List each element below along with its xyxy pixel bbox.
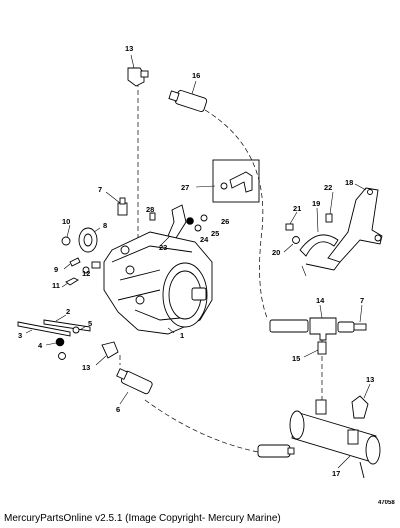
label-13-left: 13 xyxy=(82,363,90,372)
label-14: 14 xyxy=(316,296,325,305)
inset-box-27 xyxy=(212,159,260,203)
small-hardware-right xyxy=(149,204,208,239)
label-1: 1 xyxy=(180,331,184,340)
label-24: 24 xyxy=(200,235,209,244)
leader-lines xyxy=(25,54,371,469)
label-27: 27 xyxy=(181,183,189,192)
label-15: 15 xyxy=(292,354,300,363)
elbow-fitting-left xyxy=(101,341,119,359)
label-25: 25 xyxy=(211,229,219,238)
label-4: 4 xyxy=(38,341,43,350)
label-2: 2 xyxy=(66,307,70,316)
label-7-right: 7 xyxy=(360,296,364,305)
part-number-labels: 13 16 27 7 28 26 25 24 23 10 8 9 12 11 2… xyxy=(18,44,374,478)
elbow-fitting-top xyxy=(127,67,149,87)
bolts-lower-left xyxy=(17,319,91,360)
flange-8 xyxy=(61,227,98,253)
label-9: 9 xyxy=(54,265,58,274)
sensor-6 xyxy=(116,368,153,395)
label-19: 19 xyxy=(312,199,320,208)
label-13-right: 13 xyxy=(366,375,374,384)
label-7-left: 7 xyxy=(98,185,102,194)
label-23: 23 xyxy=(159,243,167,252)
label-17: 17 xyxy=(332,469,340,478)
label-16: 16 xyxy=(192,71,200,80)
sender-7-left xyxy=(117,197,128,216)
elbow-fitting-right xyxy=(351,395,369,419)
sensor-16 xyxy=(168,90,208,112)
label-18: 18 xyxy=(345,178,353,187)
label-6: 6 xyxy=(116,405,120,414)
label-11: 11 xyxy=(52,281,60,290)
label-20: 20 xyxy=(272,248,280,257)
small-hardware-left xyxy=(65,257,101,286)
bracket-18 xyxy=(285,187,383,277)
label-3: 3 xyxy=(18,331,22,340)
label-10: 10 xyxy=(62,217,70,226)
label-21: 21 xyxy=(293,204,301,213)
drawing-id: 47058 xyxy=(378,500,395,506)
label-12: 12 xyxy=(82,269,90,278)
label-26: 26 xyxy=(221,217,229,226)
label-8: 8 xyxy=(103,221,107,230)
label-5: 5 xyxy=(88,319,92,328)
cooler-17 xyxy=(289,399,381,479)
label-22: 22 xyxy=(324,183,332,192)
transmission-housing xyxy=(103,231,213,335)
image-caption: MercuryPartsOnline v2.5.1 (Image Copyrig… xyxy=(4,513,281,524)
label-28: 28 xyxy=(146,205,154,214)
label-13-top: 13 xyxy=(125,44,133,53)
sensor-lower-right xyxy=(257,444,295,458)
tee-fitting-14 xyxy=(269,317,367,355)
